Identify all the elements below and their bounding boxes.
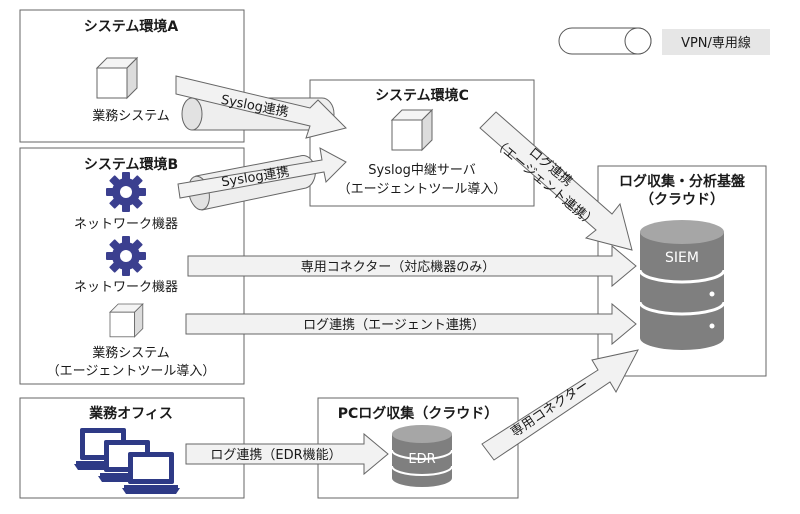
env-b-device2-label: ネットワーク機器 (74, 280, 178, 295)
siem-title-1: ログ収集・分析基盤 (619, 173, 746, 190)
arrow-office-to-edr-label: ログ連携（EDR機能） (210, 447, 341, 463)
arrow-server-to-siem-label: ログ連携（エージェント連携） (303, 317, 485, 333)
laptop-icon (122, 452, 180, 494)
legend-label: VPN/専用線 (681, 35, 751, 51)
env-b-server-label-2: （エージェントツール導入） (47, 364, 216, 379)
tube-icon (558, 27, 652, 55)
edr-db-label: EDR (408, 452, 435, 467)
env-c-title: システム環境C (375, 87, 469, 104)
office-title: 業務オフィス (88, 405, 173, 422)
env-b-device1-label: ネットワーク機器 (74, 217, 178, 232)
siem-db-label: SIEM (665, 250, 699, 266)
legend-label-box (662, 29, 770, 55)
env-b-title: システム環境B (84, 156, 178, 173)
arrow-server-to-siem: ログ連携（エージェント連携） (185, 302, 637, 346)
database-icon (638, 220, 726, 350)
database-icon (391, 425, 453, 487)
gear-icon (106, 172, 146, 212)
env-b-server-label-1: 業務システム (92, 345, 170, 361)
gear-icon (106, 236, 146, 276)
arrow-edr-to-siem-label: 専用コネクター (508, 378, 591, 441)
server-cube-icon (96, 57, 138, 99)
server-cube-icon (391, 109, 433, 151)
arrow-office-to-edr: ログ連携（EDR機能） (185, 432, 389, 476)
legend: VPN/専用線 (558, 27, 770, 55)
siem-title-2: （クラウド） (640, 192, 724, 208)
env-a-title: システム環境A (84, 18, 179, 35)
env-c-server-label-2: （エージェントツール導入） (338, 182, 507, 197)
env-c-server-label-1: Syslog中継サーバ (368, 163, 475, 178)
arrow-b-to-c (177, 147, 347, 199)
arrow-device-to-siem-label: 専用コネクター（対応機器のみ） (301, 260, 495, 275)
arrow-device-to-siem: 専用コネクター（対応機器のみ） (187, 244, 637, 288)
pc-log-title: PCログ収集（クラウド） (338, 405, 499, 422)
env-a-server-label: 業務システム (92, 108, 170, 124)
arrow-a-to-c (175, 75, 347, 139)
server-cube-icon (109, 303, 144, 338)
